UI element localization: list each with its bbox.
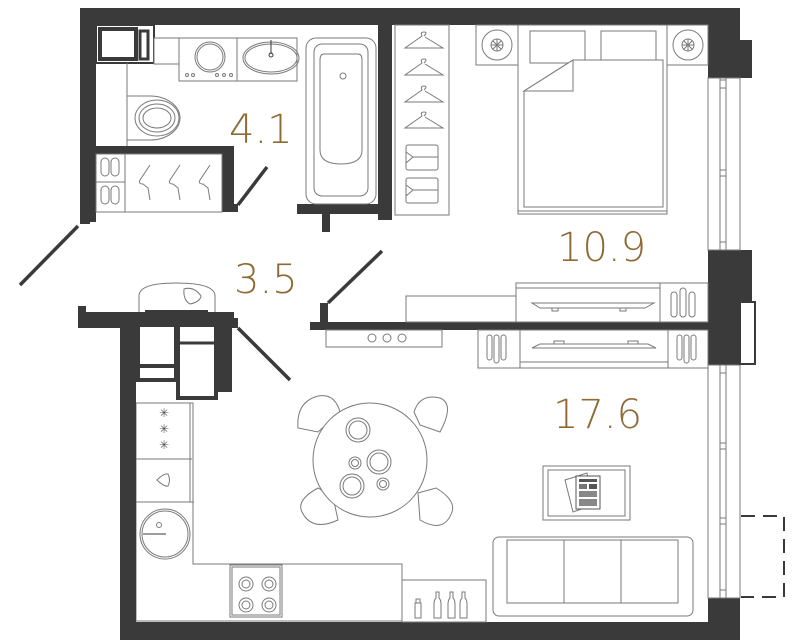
doors xyxy=(18,165,384,382)
toilet-icon xyxy=(126,95,181,141)
bedroom xyxy=(394,24,709,323)
bedside-lamp-icon xyxy=(666,24,709,66)
balcony-outline-icon xyxy=(741,515,785,598)
bedside-lamp-icon xyxy=(475,24,519,66)
cooktop-strip-icon xyxy=(325,329,443,348)
window-icon xyxy=(707,364,741,599)
folded-shirt-icon xyxy=(405,144,439,204)
entry-closet xyxy=(95,153,223,213)
coffee-table-icon xyxy=(542,465,631,521)
bathtub-icon xyxy=(305,37,377,205)
bench-icon xyxy=(138,282,216,312)
bathroom xyxy=(95,24,377,205)
wardrobe-icon xyxy=(394,24,450,216)
sofa-icon xyxy=(492,536,694,617)
double-bed-icon xyxy=(517,24,668,215)
window-icon xyxy=(707,77,741,251)
area-label-bedroom: 10.9 xyxy=(557,225,647,271)
tv-stand-icon xyxy=(405,282,709,323)
area-label-hallway: 3.5 xyxy=(234,257,298,303)
washbasin-icon xyxy=(236,37,300,82)
shoe-rack-icon xyxy=(100,157,120,205)
kitchen-counter: ✳ ✳ ✳ xyxy=(135,402,487,623)
svg-text:✳: ✳ xyxy=(159,438,169,452)
hallway xyxy=(136,282,443,400)
svg-text:✳: ✳ xyxy=(159,422,169,436)
fridge-icon xyxy=(136,323,218,400)
svg-text:✳: ✳ xyxy=(159,406,169,420)
stove-icon xyxy=(229,564,283,618)
dining-table-icon xyxy=(297,395,454,526)
washing-machine-icon xyxy=(95,24,181,65)
drop-icon xyxy=(156,473,170,487)
cooktop-icon: ✳ ✳ ✳ xyxy=(159,406,169,452)
area-label-living-kitchen: 17.6 xyxy=(553,392,643,438)
coat-hanger-icon xyxy=(138,164,211,201)
area-label-bathroom: 4.1 xyxy=(229,107,293,153)
sink-icon xyxy=(139,508,191,560)
living-kitchen: ✳ ✳ ✳ xyxy=(135,329,709,623)
tv-stand-icon xyxy=(477,329,709,369)
bar-shelf-icon xyxy=(401,579,487,623)
coat-hanger-icon xyxy=(403,31,445,129)
vent-box xyxy=(739,301,756,365)
dryer-icon xyxy=(178,37,238,82)
